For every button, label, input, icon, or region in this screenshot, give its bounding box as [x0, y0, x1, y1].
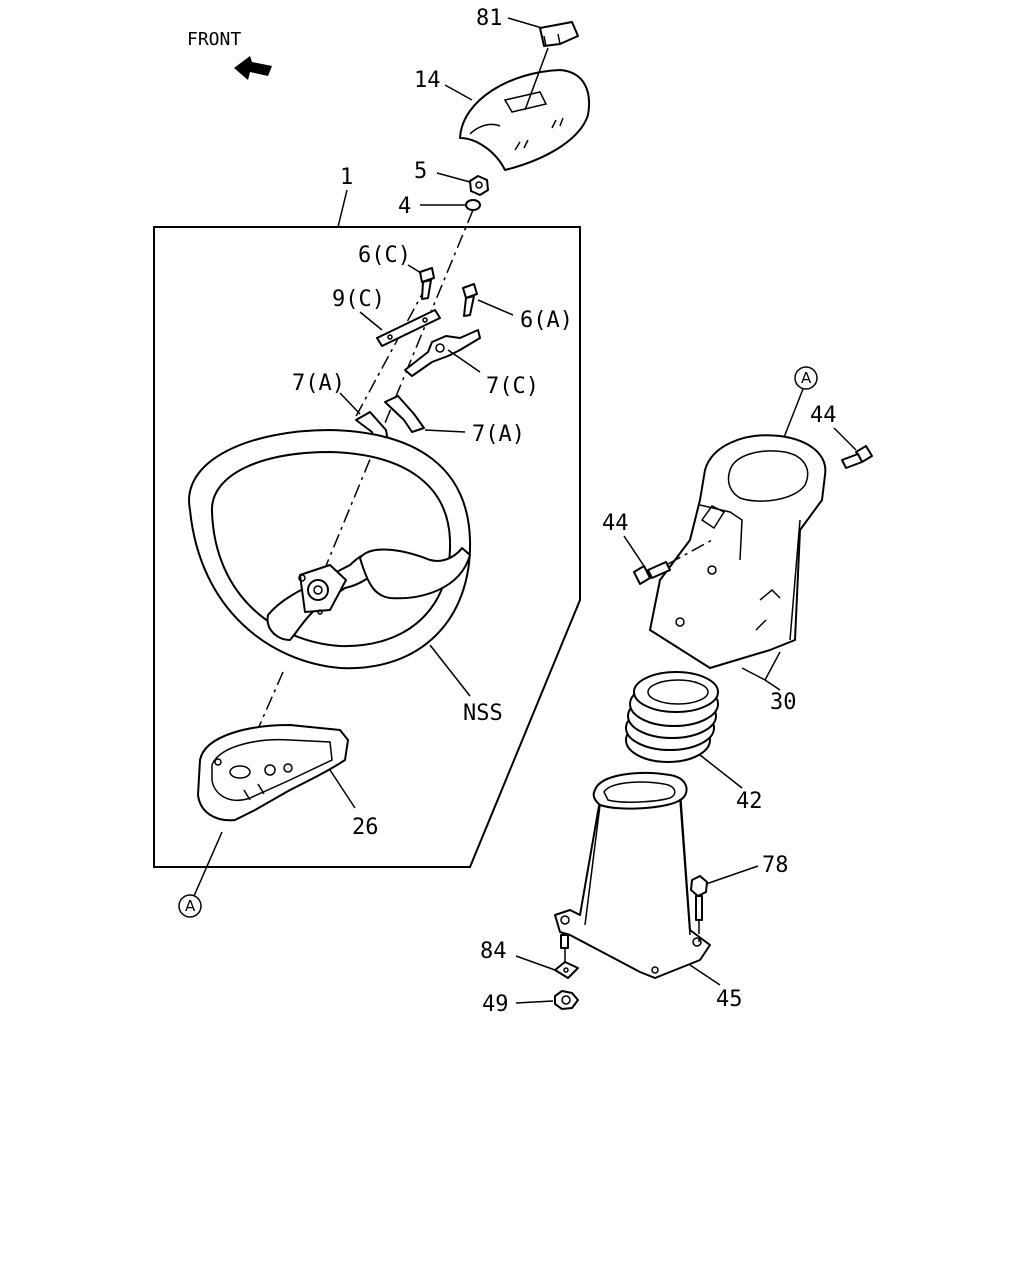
leader-7c: [447, 349, 481, 373]
screw-axis-line: [353, 284, 428, 421]
leader-78: [705, 865, 759, 885]
callout-44-top: 44: [810, 403, 837, 428]
callout-9c: 9(C): [332, 287, 385, 312]
callout-49: 49: [482, 992, 509, 1017]
callout-14: 14: [414, 68, 441, 93]
callout-84: 84: [480, 939, 507, 964]
ref-a-top-circle: [794, 366, 818, 390]
leader-7a-left: [339, 392, 361, 415]
part-30-column-cover: [649, 434, 827, 669]
leader-14: [444, 84, 473, 101]
callout-44-left: 44: [602, 511, 629, 536]
ref-a-bottom-circle: [178, 894, 202, 918]
part-44-left-screw: [633, 561, 671, 585]
leader-42: [699, 754, 743, 789]
part-81-clip: [539, 21, 579, 47]
leader-5: [436, 172, 471, 183]
callout-7c: 7(C): [486, 374, 539, 399]
ref-a-top: A: [801, 369, 812, 387]
callout-26: 26: [352, 815, 379, 840]
leader-30a: [741, 667, 766, 681]
part-7c-bracket: [404, 329, 481, 377]
leader-1: [337, 189, 348, 228]
callout-nss: NSS: [463, 701, 503, 726]
callout-6c: 6(C): [358, 243, 411, 268]
part-4-washer: [465, 199, 481, 211]
front-arrow-icon: [234, 56, 272, 80]
part-14-horn-cover: [459, 69, 590, 171]
assembly-frame: [153, 226, 581, 868]
callout-78: 78: [762, 853, 789, 878]
part-9c-plate: [376, 309, 441, 347]
leader-81: [507, 17, 543, 29]
part-5-nut: [469, 175, 489, 196]
leader-45: [689, 964, 721, 986]
clip-mount-line: [524, 47, 549, 111]
callout-30: 30: [770, 690, 797, 715]
part-84-plate: [554, 961, 579, 979]
part-26-lower-cover: [197, 724, 349, 822]
part-6a-screw: [462, 283, 478, 317]
leader-84: [515, 955, 556, 971]
leader-26: [329, 769, 356, 809]
part-44-top-screw: [841, 445, 873, 469]
leader-44-top: [833, 427, 857, 451]
part-78-bolt: [690, 875, 708, 921]
callout-7a-left: 7(A): [292, 371, 345, 396]
leader-44-left: [623, 535, 645, 567]
leader-a-bottom: [193, 831, 223, 897]
leader-6c: [407, 264, 422, 274]
part-49-nut: [554, 990, 579, 1010]
part-6c-screw: [419, 267, 435, 300]
nss-steering-wheel: [188, 429, 472, 670]
callout-6a: 6(A): [520, 308, 573, 333]
stud-84: [560, 934, 569, 949]
part-42-boot: [625, 671, 719, 763]
leader-6a: [477, 299, 514, 316]
callout-4: 4: [398, 194, 411, 219]
callout-1: 1: [340, 165, 353, 190]
leader-49: [515, 1000, 554, 1004]
callout-7a-right: 7(A): [472, 422, 525, 447]
leader-30: [764, 679, 781, 691]
callout-81: 81: [476, 6, 503, 31]
ref-a-bottom: A: [185, 897, 196, 915]
callout-42: 42: [736, 789, 763, 814]
front-label: FRONT: [187, 29, 241, 50]
screw-44-axis: [667, 539, 713, 565]
part-45-column-base: [554, 772, 711, 979]
leader-nss: [429, 644, 471, 697]
callout-45: 45: [716, 987, 743, 1012]
leader-7a-right: [424, 429, 466, 433]
callout-5: 5: [414, 159, 427, 184]
leader-9c: [359, 311, 383, 331]
part-7a-right-bracket: [384, 395, 425, 433]
leader-30b: [764, 651, 781, 681]
